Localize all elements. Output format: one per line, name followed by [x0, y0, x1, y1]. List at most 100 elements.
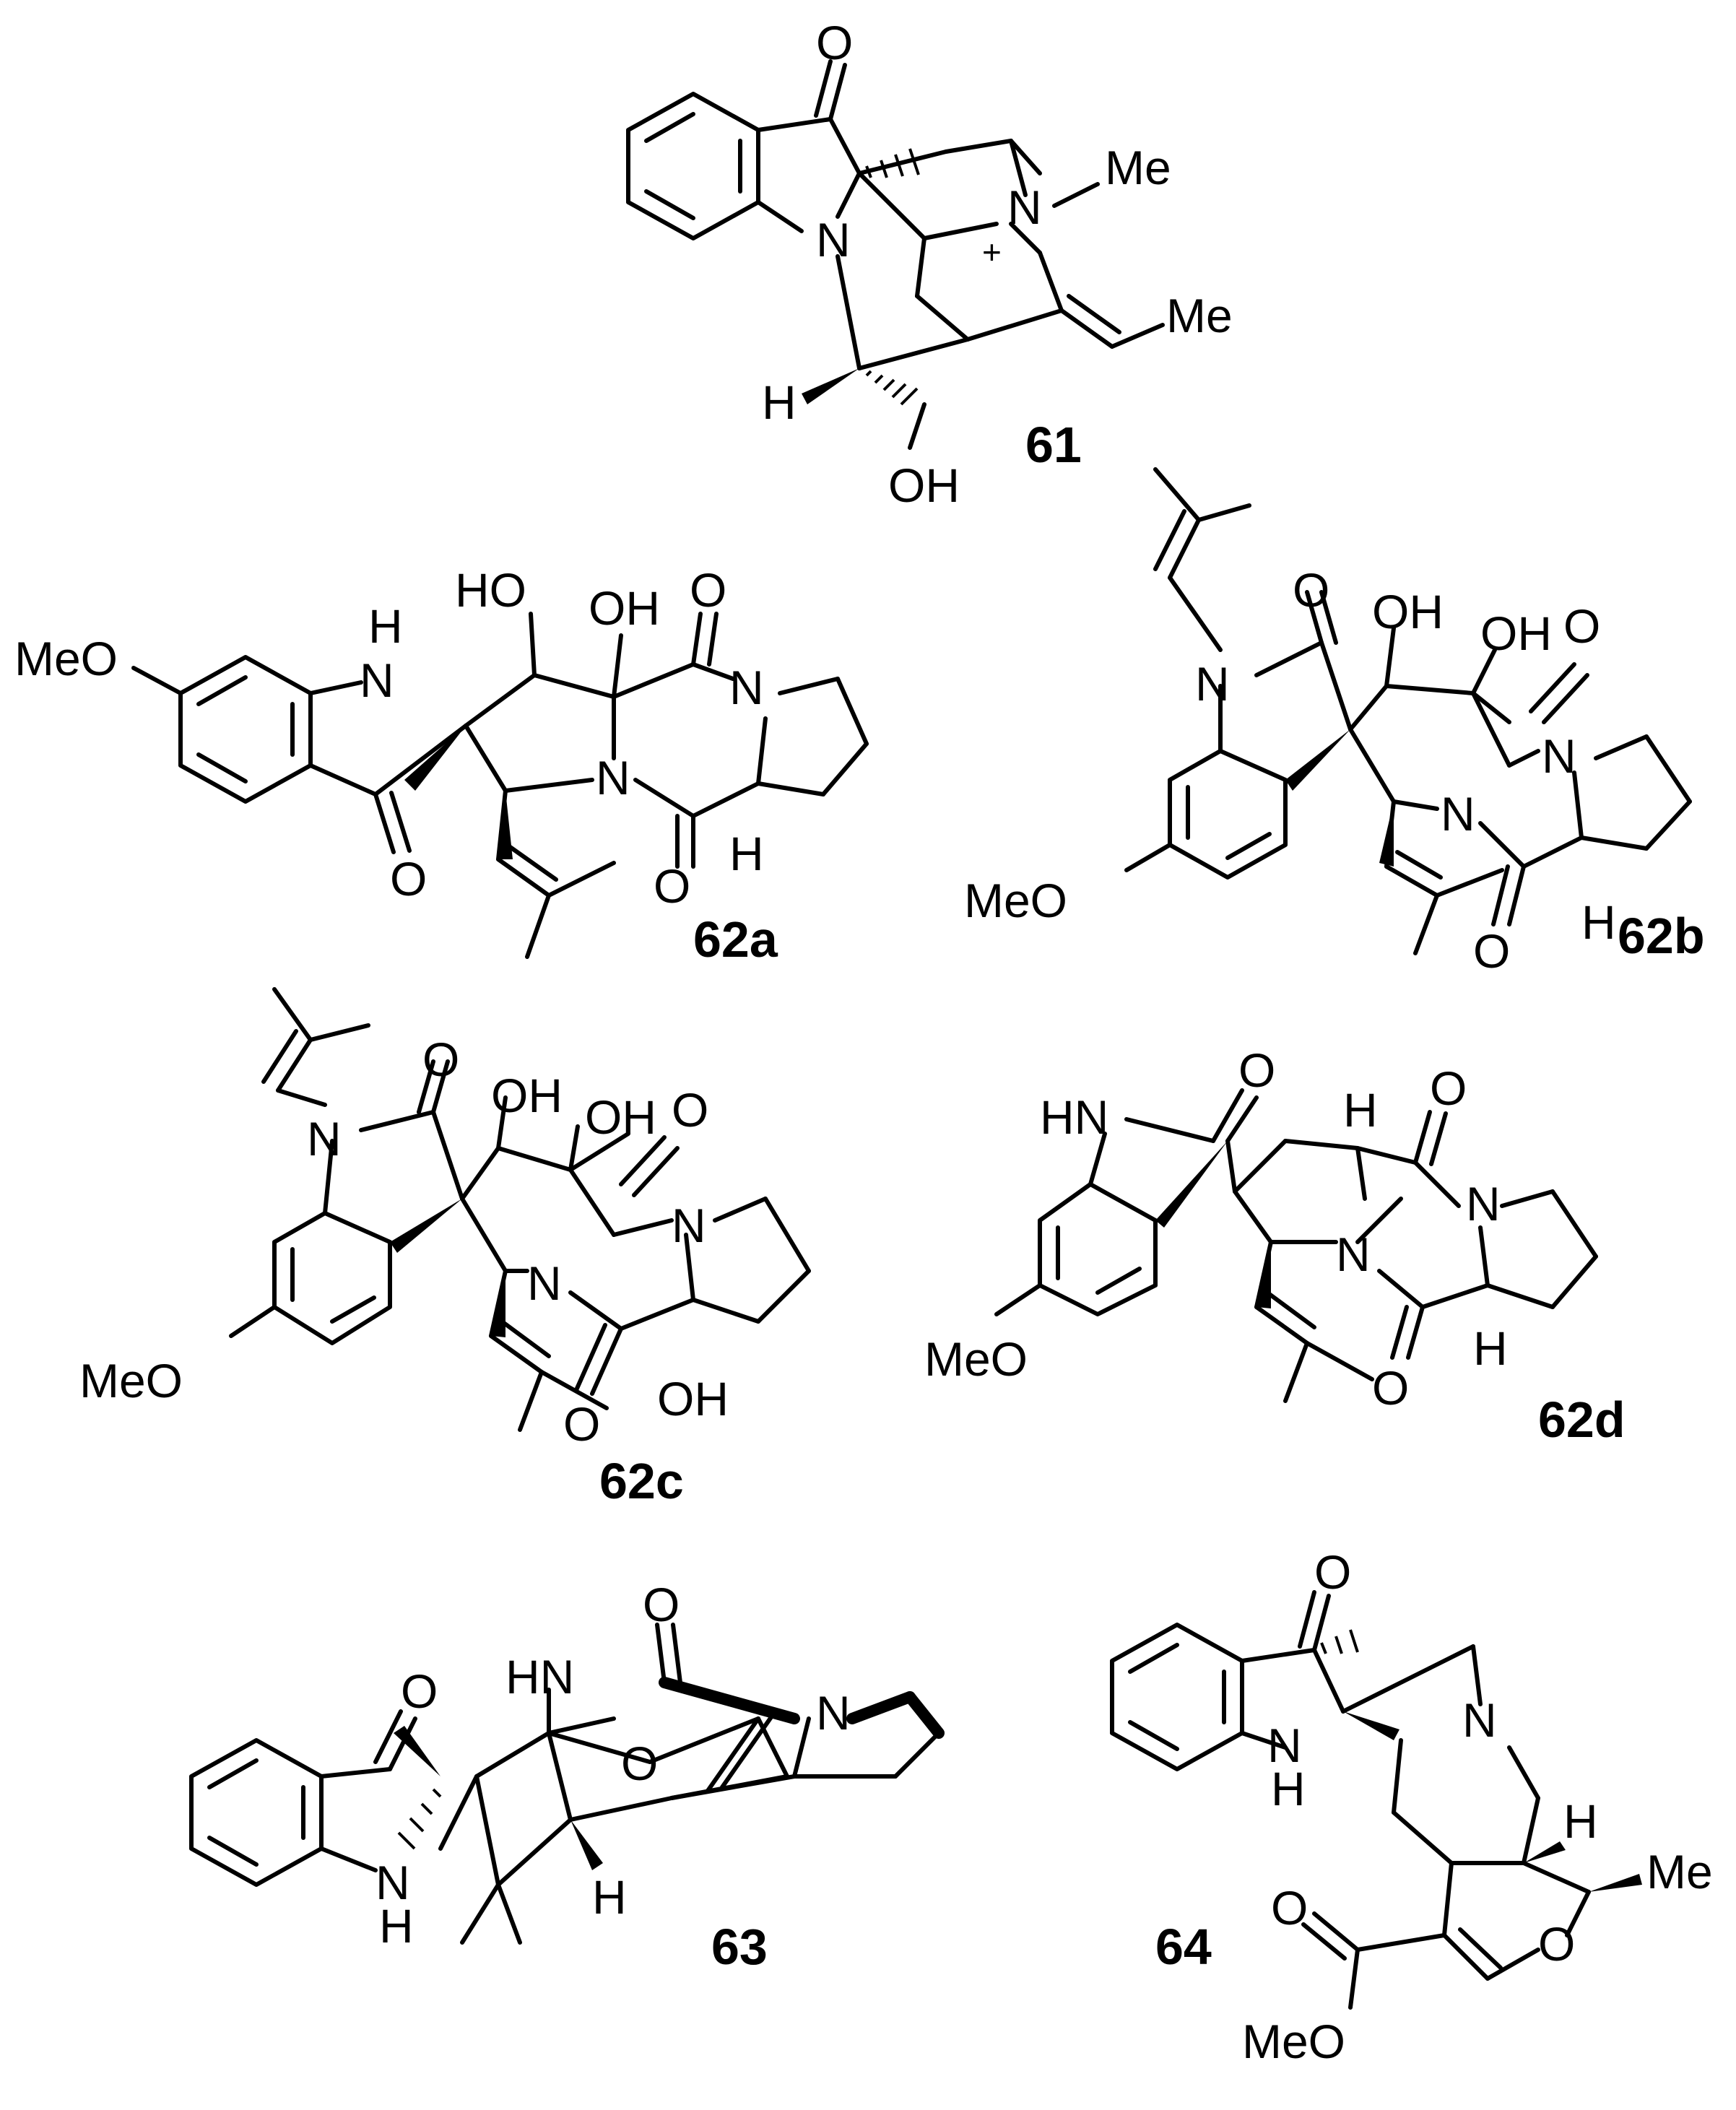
atom-label-H: H [1581, 895, 1616, 949]
compound-62b: N O MeO OH OH O N N O H 62b [964, 467, 1705, 978]
compound-61: O N N + Me Me H OH 61 [626, 16, 1233, 512]
atom-label-O: O [654, 859, 690, 913]
wedge-bond [404, 726, 466, 791]
hashed-bond [865, 148, 920, 178]
hashed-bond [865, 370, 919, 406]
atom-label-H: H [1271, 1762, 1306, 1815]
atom-label-HO: HO [455, 563, 526, 617]
atom-label-O: O [816, 16, 853, 69]
atom-label-O: O [1271, 1881, 1308, 1935]
atom-label-MeO: MeO [79, 1354, 183, 1407]
atom-label-N: N [596, 751, 630, 804]
atom-label-O: O [1473, 924, 1510, 978]
atom-label-N: N [1441, 787, 1475, 841]
compound-62d-bonds [994, 1088, 1598, 1403]
atom-label-N: N [1466, 1177, 1501, 1230]
atom-label-N: N [376, 1856, 410, 1909]
wedge-bond [491, 1271, 505, 1337]
atom-label-Me: Me [1166, 289, 1233, 342]
atom-label-Me: Me [1105, 141, 1171, 194]
atom-label-OH: OH [585, 1090, 656, 1144]
compound-63: O N H HN O N O H 63 [189, 1578, 945, 1975]
compound-62c-bonds [229, 987, 811, 1432]
atom-label-H: H [1563, 1794, 1598, 1848]
compound-62a-bonds [131, 612, 869, 959]
atom-label-O: O [672, 1083, 708, 1137]
atom-label-N: N [816, 1686, 851, 1740]
atom-label-O: O [1430, 1061, 1467, 1115]
compound-62d: HN O MeO H O N N O H 62d [924, 1043, 1626, 1448]
hashed-bond [397, 1788, 442, 1850]
atom-label-N: N [1462, 1693, 1497, 1747]
compound-62c: N O MeO OH OH O N N O OH 62c [79, 987, 811, 1509]
wedge-bond [1257, 1242, 1271, 1308]
wedge-bond [1524, 1841, 1566, 1863]
compound-label-62a: 62a [693, 911, 778, 968]
compound-61-bonds [626, 59, 1165, 450]
atom-label-MeO: MeO [964, 874, 1067, 927]
atom-label-H: H [379, 1899, 414, 1953]
atom-label-N: N [527, 1256, 562, 1310]
atom-label-HN: HN [505, 1650, 574, 1703]
charge-plus: + [982, 233, 1002, 271]
bold-bond [904, 1691, 945, 1739]
compound-label-63: 63 [711, 1919, 768, 1975]
compound-label-64: 64 [1155, 1919, 1212, 1975]
atom-label-N: N [672, 1199, 706, 1252]
atom-label-O: O [401, 1664, 438, 1718]
compound-64: O N H N H Me O O MeO 64 [1110, 1545, 1713, 2068]
wedge-bond [498, 791, 513, 859]
atom-label-O: O [1538, 1917, 1575, 1971]
atom-label-H: H [1473, 1321, 1508, 1375]
atom-label-OH: OH [589, 581, 660, 635]
atom-label-O: O [621, 1737, 658, 1790]
atom-label-H: H [592, 1870, 627, 1924]
atom-label-O: O [1372, 1361, 1409, 1415]
wedge-bond [802, 368, 859, 404]
atom-label-N: N [1336, 1228, 1371, 1281]
atom-label-N: N [360, 654, 394, 707]
atom-label-N: N [1542, 729, 1576, 783]
wedge-bond [1155, 1141, 1228, 1228]
compound-label-61: 61 [1025, 417, 1082, 473]
atom-label-N: N [307, 1112, 342, 1165]
atom-label-O: O [643, 1578, 680, 1631]
atom-label-O: O [422, 1033, 459, 1086]
atom-label-N: N [816, 213, 851, 266]
wedge-bond [1379, 802, 1394, 867]
compound-62b-bonds [1124, 467, 1692, 955]
wedge-bond [1343, 1711, 1399, 1740]
compound-label-62d: 62d [1538, 1392, 1626, 1448]
compound-63-bonds [189, 1623, 941, 1945]
atom-label-MeO: MeO [14, 632, 118, 685]
atom-label-N: N [1267, 1719, 1302, 1772]
atom-label-O: O [563, 1397, 600, 1451]
atom-label-MeO: MeO [924, 1332, 1028, 1386]
wedge-bond [390, 1199, 462, 1253]
atom-label-O: O [1293, 563, 1329, 617]
wedge-bond [570, 1820, 603, 1870]
wedge-bond [394, 1726, 440, 1776]
atom-label-N: N [729, 661, 764, 714]
atom-label-H: H [368, 599, 403, 653]
atom-label-H: H [1343, 1083, 1378, 1137]
atom-label-N: N [1195, 657, 1230, 711]
atom-label-OH: OH [657, 1372, 729, 1425]
compound-label-62c: 62c [599, 1453, 684, 1509]
wedge-bond [1285, 729, 1350, 791]
atom-label-O: O [1314, 1545, 1351, 1599]
atom-label-H: H [729, 827, 764, 880]
atom-label-MeO: MeO [1242, 2015, 1345, 2068]
atom-label-N: N [1007, 181, 1042, 234]
compound-64-bonds [1110, 1590, 1591, 2010]
atom-label-Me: Me [1646, 1845, 1713, 1898]
atom-label-HN: HN [1040, 1090, 1108, 1144]
atom-label-OH: OH [1372, 585, 1444, 638]
compound-62a: MeO H N O HO OH O N N O H 62a [14, 563, 869, 968]
atom-label-O: O [1563, 599, 1600, 653]
atom-label-H: H [762, 375, 797, 429]
atom-label-OH: OH [1480, 607, 1552, 660]
atom-label-O: O [390, 852, 427, 906]
wedge-bond [1589, 1874, 1642, 1892]
